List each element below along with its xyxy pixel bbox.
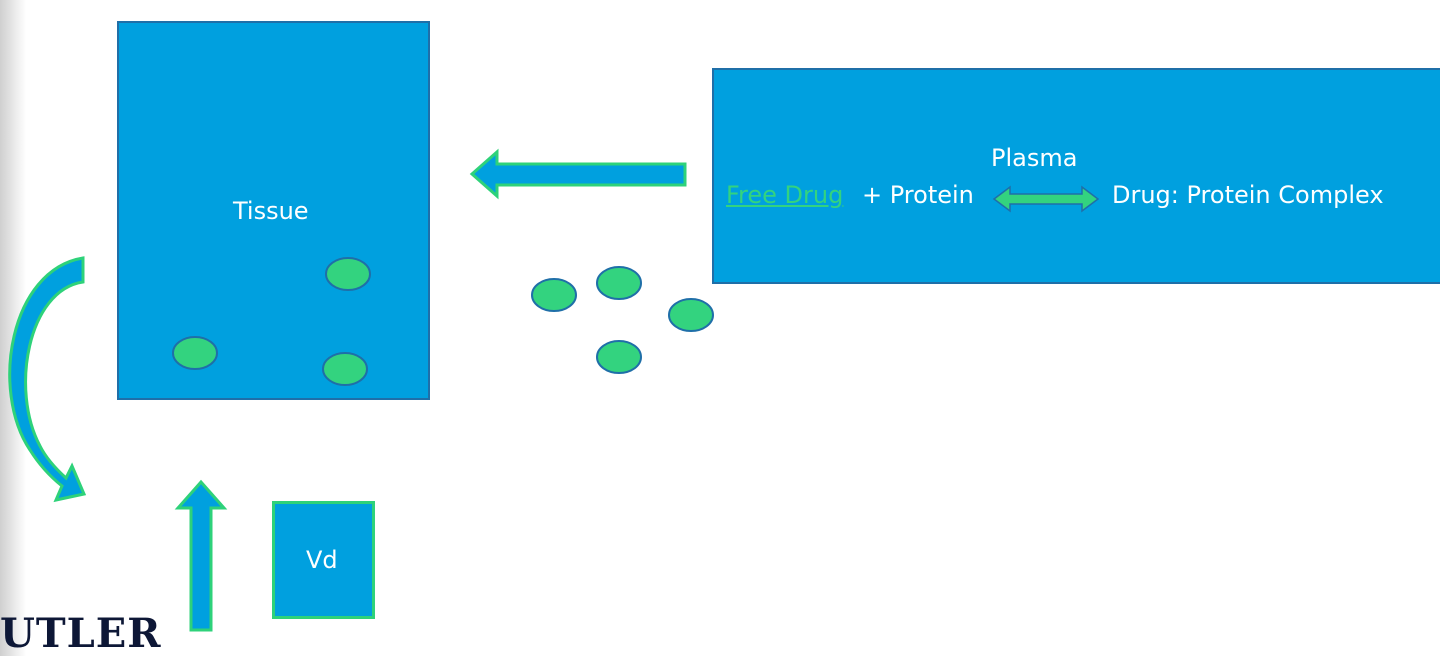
tissue-label: Tissue bbox=[233, 197, 309, 225]
brand-logo-text: UTLER bbox=[0, 610, 162, 656]
plasma-label: Plasma bbox=[991, 144, 1078, 172]
curved-arrow bbox=[8, 256, 87, 503]
free-drug-molecule bbox=[668, 298, 714, 332]
tissue-drug-molecule bbox=[322, 352, 368, 386]
vd-label: Vd bbox=[306, 546, 338, 574]
tissue-box bbox=[117, 21, 430, 400]
tissue-drug-molecule bbox=[172, 336, 218, 370]
equilibrium-double-arrow bbox=[992, 185, 1100, 213]
protein-label: + Protein bbox=[862, 181, 974, 209]
free-drug-molecule bbox=[596, 266, 642, 300]
upward-arrow bbox=[174, 479, 228, 632]
plasma-to-tissue-arrow bbox=[469, 148, 687, 200]
plasma-box bbox=[712, 68, 1440, 284]
drug-protein-complex-label: Drug: Protein Complex bbox=[1112, 181, 1384, 209]
vd-box bbox=[272, 501, 375, 619]
free-drug-label: Free Drug bbox=[726, 181, 844, 209]
free-drug-molecule bbox=[531, 278, 577, 312]
tissue-drug-molecule bbox=[325, 257, 371, 291]
free-drug-molecule bbox=[596, 340, 642, 374]
